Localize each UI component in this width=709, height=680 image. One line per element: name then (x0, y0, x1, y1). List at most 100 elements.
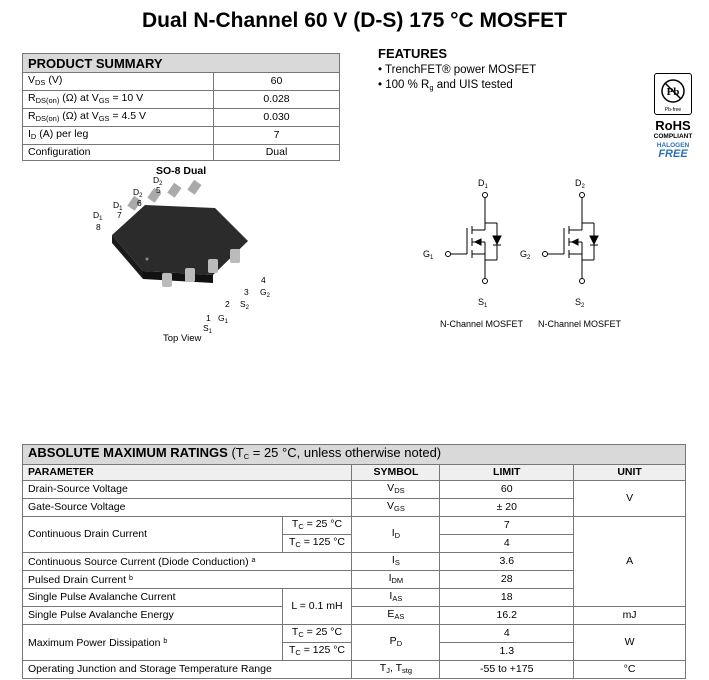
top-view-label: Top View (163, 333, 202, 344)
summary-value: 0.028 (213, 90, 340, 109)
table-row: Single Pulse Avalanche Energy EAS 16.2 m… (22, 606, 686, 625)
rohs-badge: Pb Pb-free RoHS COMPLIANT HALOGEN FREE (650, 73, 696, 160)
svg-text:S1: S1 (478, 297, 488, 309)
table-row: TC = 125 °C 4 (23, 534, 686, 553)
svg-text:7: 7 (117, 210, 122, 220)
absolute-max-ratings-table: ABSOLUTE MAXIMUM RATINGS (TC = 25 °C, un… (21, 444, 686, 679)
svg-text:8: 8 (96, 222, 101, 232)
symbol-cell: IAS (351, 588, 441, 607)
pb-free-icon: Pb Pb-free (654, 73, 692, 115)
summary-param: VDS (V) (22, 72, 214, 91)
symbol-cell: IDM (351, 570, 441, 589)
symbol-cell: TJ, Tstg (351, 660, 441, 679)
unit-cell: mJ (573, 606, 686, 625)
table-row: Drain-Source Voltage VDS 60 V (21, 480, 686, 517)
footnote-mark: b (128, 575, 133, 582)
pin-1 (162, 273, 172, 287)
param-cell: Gate-Source Voltage (21, 498, 353, 517)
summary-value: Dual (213, 144, 340, 161)
limit-cell: 7 (439, 516, 575, 535)
symbol-cell: ID (351, 516, 441, 553)
param-cell: Pulsed Drain Current b (21, 570, 353, 589)
summary-param: ID (A) per leg (22, 126, 214, 145)
amr-heading-text: ABSOLUTE MAXIMUM RATINGS (28, 445, 228, 460)
param-cell: Single Pulse Avalanche Current (22, 588, 283, 607)
halogen-label: HALOGEN (656, 142, 690, 149)
unit-cell: °C (573, 660, 686, 679)
caption-left: N-Channel MOSFET (440, 319, 524, 329)
caption-right: N-Channel MOSFET (538, 319, 622, 329)
cond-cell: TC = 125 °C (281, 534, 353, 553)
table-row: VDS (V) 60 (22, 72, 340, 91)
col-symbol: SYMBOL (351, 464, 441, 481)
svg-text:G2: G2 (520, 249, 531, 261)
list-item: 100 % Rg and UIS tested (378, 78, 536, 95)
cond-cell: TC = 25 °C (281, 516, 353, 535)
symbol-cell: VGS (351, 498, 441, 517)
col-parameter: PARAMETER (21, 464, 353, 481)
table-row: Maximum Power Dissipation b TC = 25 °C P… (22, 624, 686, 661)
product-summary-heading: PRODUCT SUMMARY (22, 53, 340, 73)
pb-free-label: Pb-free (665, 107, 682, 113)
limit-cell: 16.2 (439, 606, 575, 625)
amr-condition: (TC = 25 °C, unless otherwise noted) (231, 445, 442, 461)
svg-text:D1: D1 (113, 200, 123, 212)
symbol-cell: VDS (351, 480, 441, 499)
svg-text:G2: G2 (260, 287, 271, 299)
symbol-cell: EAS (351, 606, 441, 625)
table-row: Gate-Source Voltage VGS ± 20 (21, 498, 686, 517)
limit-cell: 3.6 (439, 552, 575, 571)
halogen-free-label: FREE (658, 148, 688, 160)
svg-text:S2: S2 (240, 299, 250, 311)
footnote-mark: a (251, 557, 256, 564)
summary-param: Configuration (22, 144, 214, 161)
rohs-compliant: COMPLIANT (653, 133, 693, 140)
param-cell: Single Pulse Avalanche Energy (22, 606, 283, 625)
summary-param: RDS(on) (Ω) at VGS = 4.5 V (22, 108, 214, 127)
footnote-mark: b (163, 638, 168, 645)
cond-cell: L = 0.1 mH (281, 588, 353, 625)
svg-text:G1: G1 (218, 313, 229, 325)
svg-text:D1: D1 (93, 210, 103, 222)
limit-cell: -55 to +175 (439, 660, 575, 679)
limit-cell: 4 (439, 534, 575, 553)
svg-text:5: 5 (156, 185, 161, 195)
table-row: RDS(on) (Ω) at VGS = 4.5 V 0.030 (22, 108, 340, 127)
param-text: Continuous Source Current (Diode Conduct… (28, 556, 249, 568)
symbol-cell: PD (351, 624, 441, 661)
mosfet-left: D1 G1 S1 (423, 178, 502, 309)
page-title: Dual N-Channel 60 V (D-S) 175 °C MOSFET (142, 9, 567, 32)
svg-text:6: 6 (137, 198, 142, 208)
package-name: SO-8 Dual (156, 165, 206, 177)
mosfet-symbols: D1 G1 S1 D2 (423, 178, 622, 329)
package-body (112, 205, 248, 275)
table-row: Continuous Drain Current TC = 25 °C ID 7… (22, 516, 686, 607)
table-row: Operating Junction and Storage Temperatu… (21, 660, 686, 679)
table-row: Configuration Dual (22, 144, 340, 161)
pin-4 (230, 249, 240, 263)
svg-text:S1: S1 (203, 323, 213, 335)
param-text: Maximum Power Dissipation (28, 637, 161, 649)
table-row: ID (A) per leg 7 (22, 126, 340, 145)
mosfet-right: D2 G2 S2 (520, 178, 599, 309)
svg-text:4: 4 (261, 275, 266, 285)
limit-cell: 4 (439, 624, 575, 643)
features-heading: FEATURES (378, 46, 448, 61)
svg-text:S2: S2 (575, 297, 585, 309)
table-row: RDS(on) (Ω) at VGS = 10 V 0.028 (22, 90, 340, 109)
summary-value: 7 (213, 126, 340, 145)
param-cell: Continuous Source Current (Diode Conduct… (21, 552, 353, 571)
rohs-label: RoHS (655, 118, 691, 133)
col-unit: UNIT (573, 464, 686, 481)
list-item: TrenchFET® power MOSFET (378, 63, 536, 78)
svg-text:1: 1 (206, 313, 211, 323)
cond-cell: TC = 125 °C (281, 642, 353, 661)
pin-3 (208, 259, 218, 273)
param-cell: Operating Junction and Storage Temperatu… (21, 660, 353, 679)
svg-text:D2: D2 (133, 187, 143, 199)
svg-text:3: 3 (244, 287, 249, 297)
limit-cell: ± 20 (439, 498, 575, 517)
features-list: TrenchFET® power MOSFET 100 % Rg and UIS… (378, 63, 536, 95)
feature-text: TrenchFET® power MOSFET (385, 64, 537, 76)
summary-param: RDS(on) (Ω) at VGS = 10 V (22, 90, 214, 109)
